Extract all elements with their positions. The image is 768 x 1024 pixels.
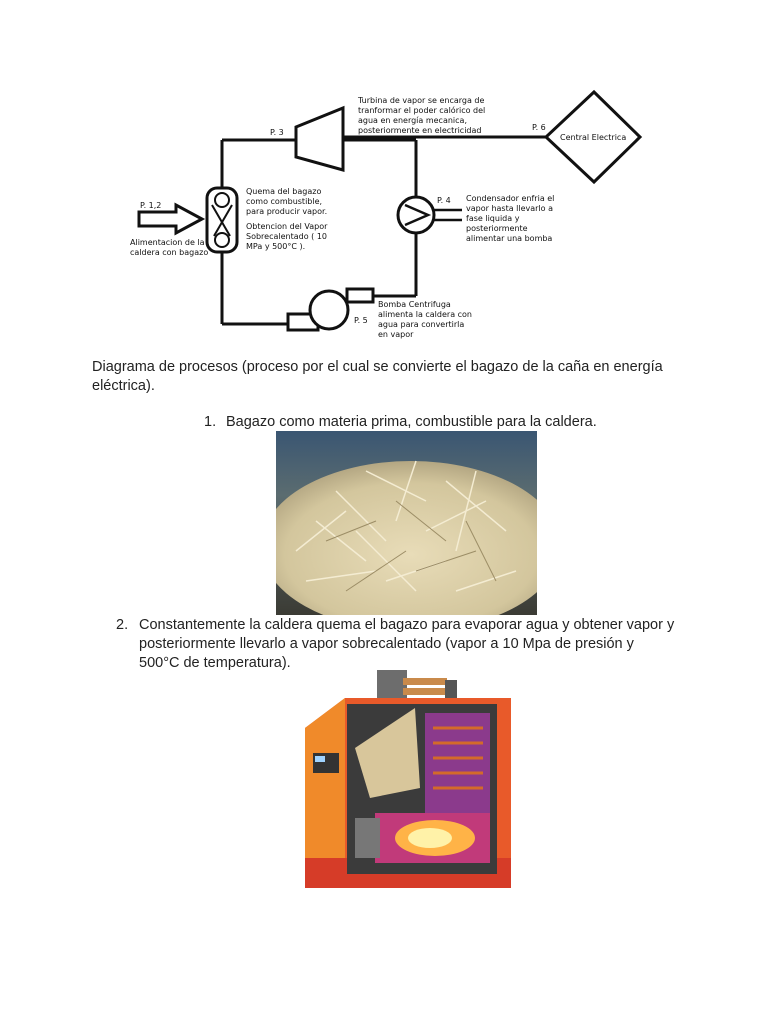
bagasse-photo: [261, 431, 561, 631]
list-number: 1.: [204, 414, 217, 430]
list-text: Bagazo como materia prima, combustible p…: [226, 414, 597, 430]
boiler-symbol: [205, 186, 239, 254]
turbine-symbol: [294, 105, 345, 172]
boiler-description-1: Quema del bagazo como combustible, para …: [246, 187, 328, 216]
turbine-point-label: P. 3: [270, 128, 284, 137]
intro-paragraph: Diagrama de procesos (proceso por el cua…: [92, 359, 663, 394]
process-diagram: P. 3 Turbina de vapor se encarga de tran…: [0, 0, 768, 350]
turbine-description: Turbina de vapor se encarga de tranforma…: [358, 96, 486, 135]
bagasse-image: [261, 431, 561, 631]
pump-symbol: [308, 289, 350, 331]
pump-point-label: P. 5: [354, 316, 368, 325]
condenser-description: Condensador enfria el vapor hasta llevar…: [466, 194, 555, 243]
pump-description: Bomba Centrifuga alimenta la caldera con…: [378, 300, 473, 339]
feed-arrow: [137, 202, 206, 236]
boiler-image: [305, 670, 511, 888]
list-number: 2.: [116, 617, 129, 633]
boiler-point-label: P. 1,2: [140, 201, 162, 210]
boiler-photo: [285, 668, 515, 896]
list-text: Constantemente la caldera quema el bagaz…: [139, 617, 675, 671]
plant-label: Central Electrica: [560, 133, 627, 142]
plant-diamond: [543, 89, 643, 185]
boiler-description-2: Obtencion del Vapor Sobrecalentado ( 10 …: [246, 222, 328, 251]
diagram-drawing: [137, 89, 643, 332]
boiler-feed-description: Alimentacion de la caldera con bagazo: [130, 238, 209, 257]
list-item-2: 2. Constantemente la caldera quema el ba…: [116, 616, 676, 673]
condenser-point-label: P. 4: [437, 196, 451, 205]
plant-point-label: P. 6: [532, 123, 546, 132]
